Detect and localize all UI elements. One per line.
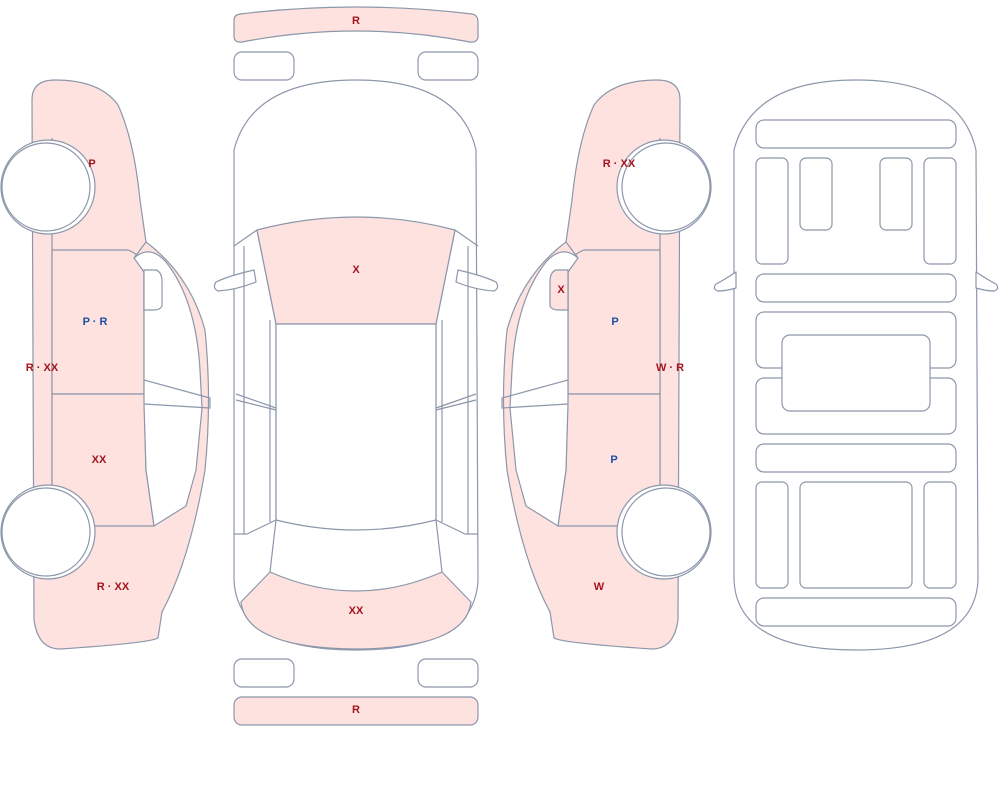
- under-panel-rear-seat-left[interactable]: [799, 157, 833, 231]
- right-pillar-line: [565, 241, 579, 259]
- trunk-lid[interactable]: [240, 571, 472, 650]
- left-mirror[interactable]: [143, 269, 163, 311]
- rear-light-right[interactable]: [417, 51, 479, 81]
- under-panel-mid-rear[interactable]: [755, 273, 957, 303]
- under-panel-left-rear[interactable]: [755, 157, 789, 265]
- under-panel-center-box[interactable]: [781, 334, 931, 412]
- front-light-right[interactable]: [417, 658, 479, 688]
- left-sill-code: R · XX: [26, 362, 59, 374]
- top-side-window-ticks: [235, 393, 477, 411]
- under-panel-right-rear[interactable]: [923, 157, 957, 265]
- front-bumper[interactable]: [233, 696, 479, 726]
- left-rear-door-code: P · R: [83, 316, 108, 328]
- front-bumper-code: R: [352, 704, 360, 716]
- rear-glass-outline: [269, 519, 443, 573]
- right-front-door-code: P: [610, 454, 617, 466]
- right-side-codes: R · XX X P W · R P W: [557, 158, 684, 593]
- left-rear-fender-code: P: [88, 158, 95, 170]
- left-side-view: P P · R R · XX XX R · XX: [0, 79, 211, 650]
- right-side-view: [501, 79, 712, 650]
- rear-bumper[interactable]: [233, 6, 479, 43]
- left-front-door-code: XX: [92, 454, 107, 466]
- under-panel-mid-front[interactable]: [755, 443, 957, 473]
- left-rear-wheel[interactable]: [1, 142, 91, 232]
- right-mirror[interactable]: [549, 269, 569, 311]
- right-mirror-code: X: [557, 284, 565, 296]
- right-rear-wheel[interactable]: [621, 142, 711, 232]
- top-mirror-right[interactable]: [455, 269, 499, 292]
- left-window-edge: [143, 379, 211, 409]
- roof[interactable]: [275, 323, 437, 531]
- trunk-lid-code: XX: [349, 605, 364, 617]
- right-front-fender-code: W: [594, 581, 605, 593]
- windshield-code: X: [352, 264, 360, 276]
- windshield[interactable]: [256, 216, 456, 325]
- underbody-mirror-right[interactable]: [975, 271, 999, 292]
- top-view: R X XX R: [213, 6, 499, 726]
- front-light-left[interactable]: [233, 658, 295, 688]
- left-pillar-line: [133, 241, 147, 259]
- left-window-glass[interactable]: [133, 251, 203, 527]
- right-window-edge: [501, 379, 569, 409]
- rear-bumper-code: R: [352, 15, 360, 27]
- right-front-wheel[interactable]: [621, 487, 711, 577]
- underbody-view: [713, 79, 999, 651]
- right-window-glass[interactable]: [509, 251, 579, 527]
- right-rear-fender-code: R · XX: [603, 158, 636, 170]
- rear-light-left[interactable]: [233, 51, 295, 81]
- under-panel-engine[interactable]: [799, 481, 913, 589]
- right-sill-code: W · R: [656, 362, 684, 374]
- left-front-fender-code: R · XX: [97, 581, 130, 593]
- under-panel-rear[interactable]: [755, 119, 957, 149]
- left-front-wheel[interactable]: [1, 487, 91, 577]
- underbody-mirror-left[interactable]: [713, 271, 737, 292]
- under-panel-front[interactable]: [755, 597, 957, 627]
- top-mirror-left[interactable]: [213, 269, 257, 292]
- under-panel-left-front[interactable]: [755, 481, 789, 589]
- right-rear-door-code: P: [611, 316, 618, 328]
- under-panel-rear-seat-right[interactable]: [879, 157, 913, 231]
- under-panel-right-front[interactable]: [923, 481, 957, 589]
